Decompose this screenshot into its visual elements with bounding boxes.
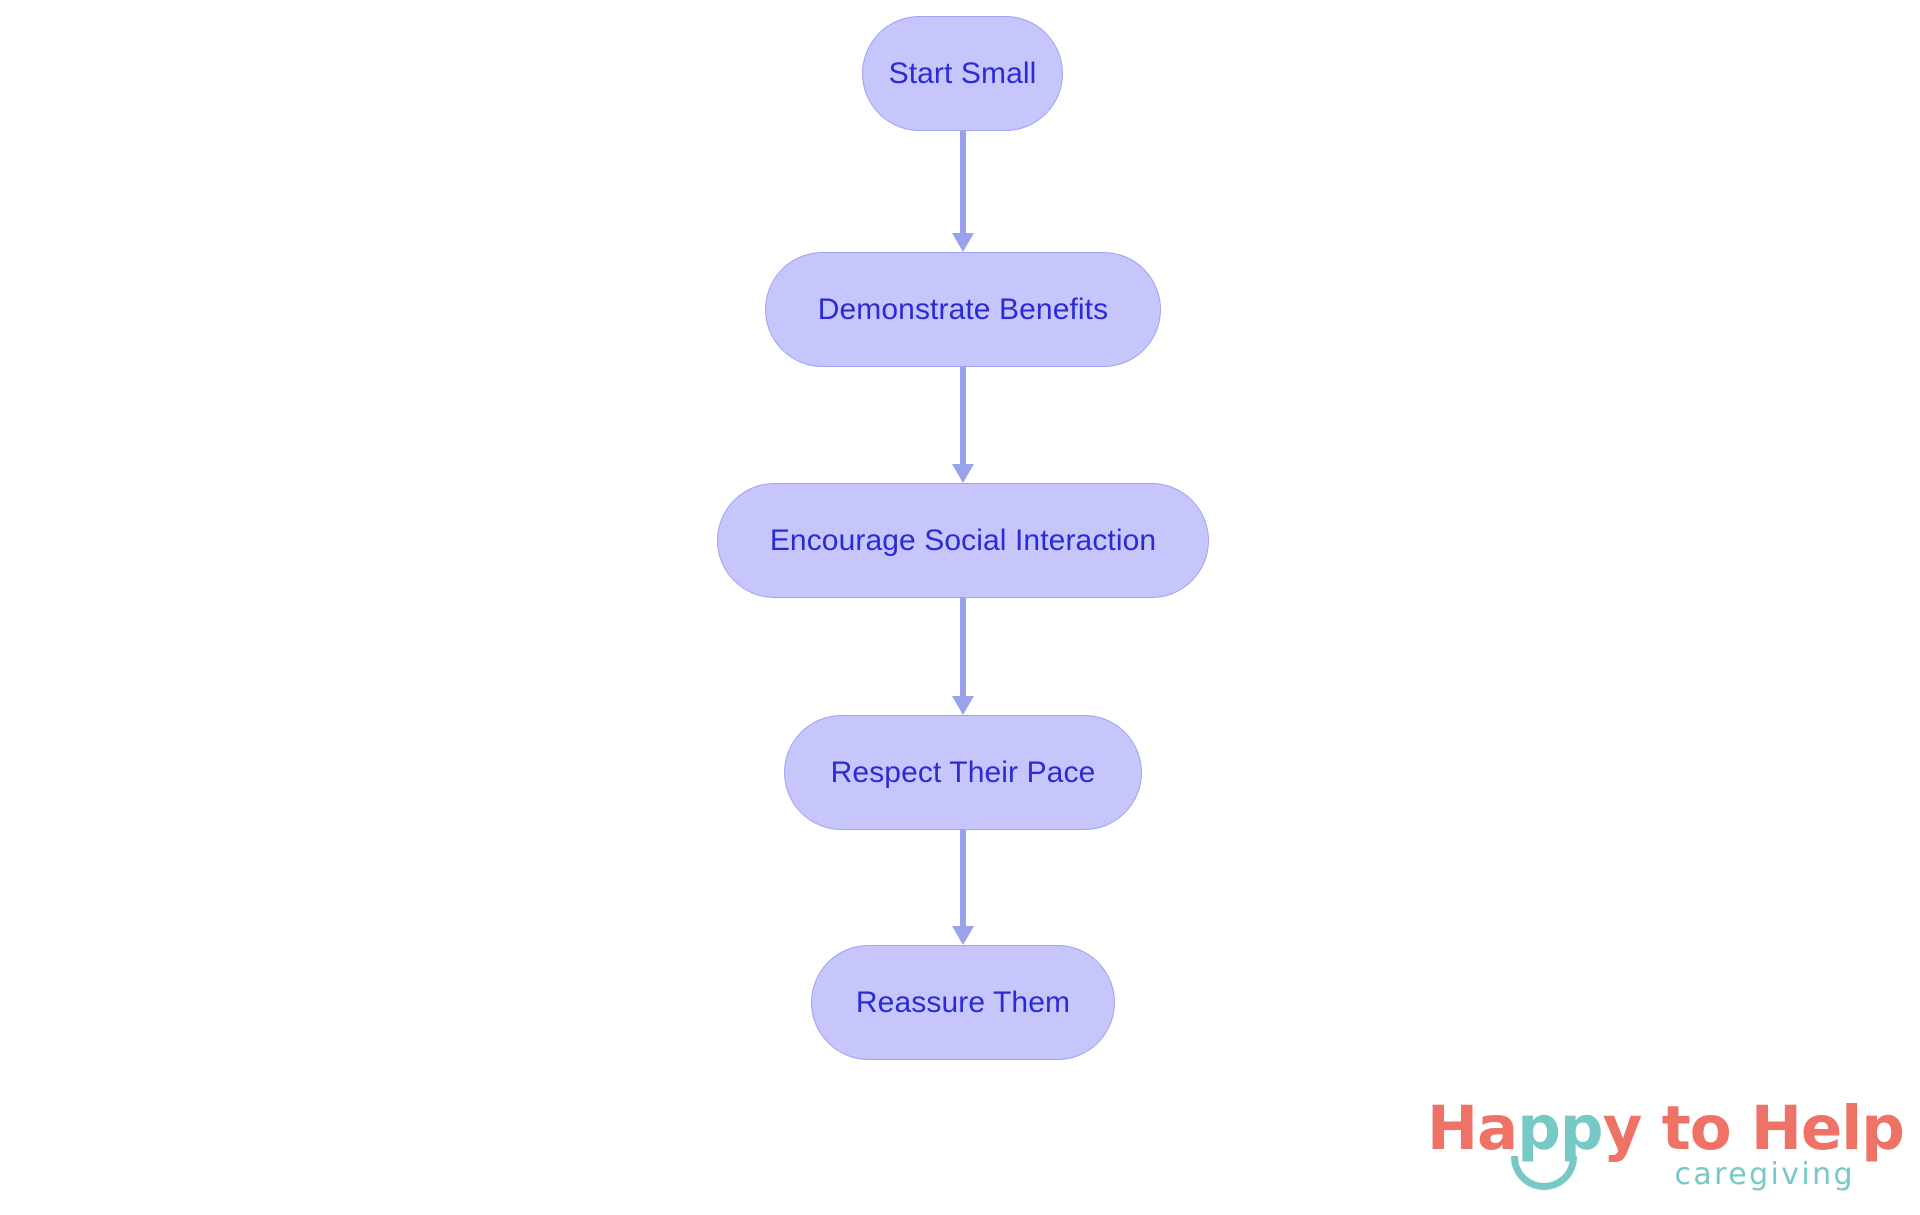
flow-node-demonstrate-benefits[interactable]: Demonstrate Benefits (765, 252, 1161, 367)
brand-logo: Happy to Help caregiving (1427, 1098, 1905, 1202)
logo-wordmark: Happy to Help (1427, 1098, 1905, 1159)
logo-tagline: caregiving (1674, 1157, 1855, 1192)
edge-shaft (960, 367, 966, 464)
flow-node-label: Start Small (888, 56, 1037, 90)
flow-node-label: Respect Their Pace (830, 755, 1096, 789)
logo-word-part-teal: pp (1517, 1093, 1603, 1164)
flow-node-encourage-social-interaction[interactable]: Encourage Social Interaction (717, 483, 1209, 598)
flowchart: Start Small Demonstrate Benefits Encoura… (717, 16, 1209, 1060)
flow-node-respect-their-pace[interactable]: Respect Their Pace (784, 715, 1142, 830)
logo-word-part-1: Ha (1427, 1093, 1518, 1164)
edge-arrowhead (952, 233, 974, 252)
edge-shaft (960, 598, 966, 696)
flow-node-label: Demonstrate Benefits (817, 292, 1109, 326)
smile-icon (1511, 1156, 1577, 1190)
edge-shaft (960, 830, 966, 926)
edge-arrowhead (952, 926, 974, 945)
logo-word-part-4: p (1861, 1093, 1905, 1164)
flow-node-start-small[interactable]: Start Small (862, 16, 1063, 131)
edge-arrowhead (952, 464, 974, 483)
edge-arrowhead (952, 696, 974, 715)
flow-node-reassure-them[interactable]: Reassure Them (811, 945, 1115, 1060)
flow-node-label: Reassure Them (855, 985, 1071, 1019)
edge-shaft (960, 131, 966, 233)
flow-node-label: Encourage Social Interaction (769, 523, 1157, 557)
logo-word-part-3: y to Hel (1602, 1093, 1863, 1164)
